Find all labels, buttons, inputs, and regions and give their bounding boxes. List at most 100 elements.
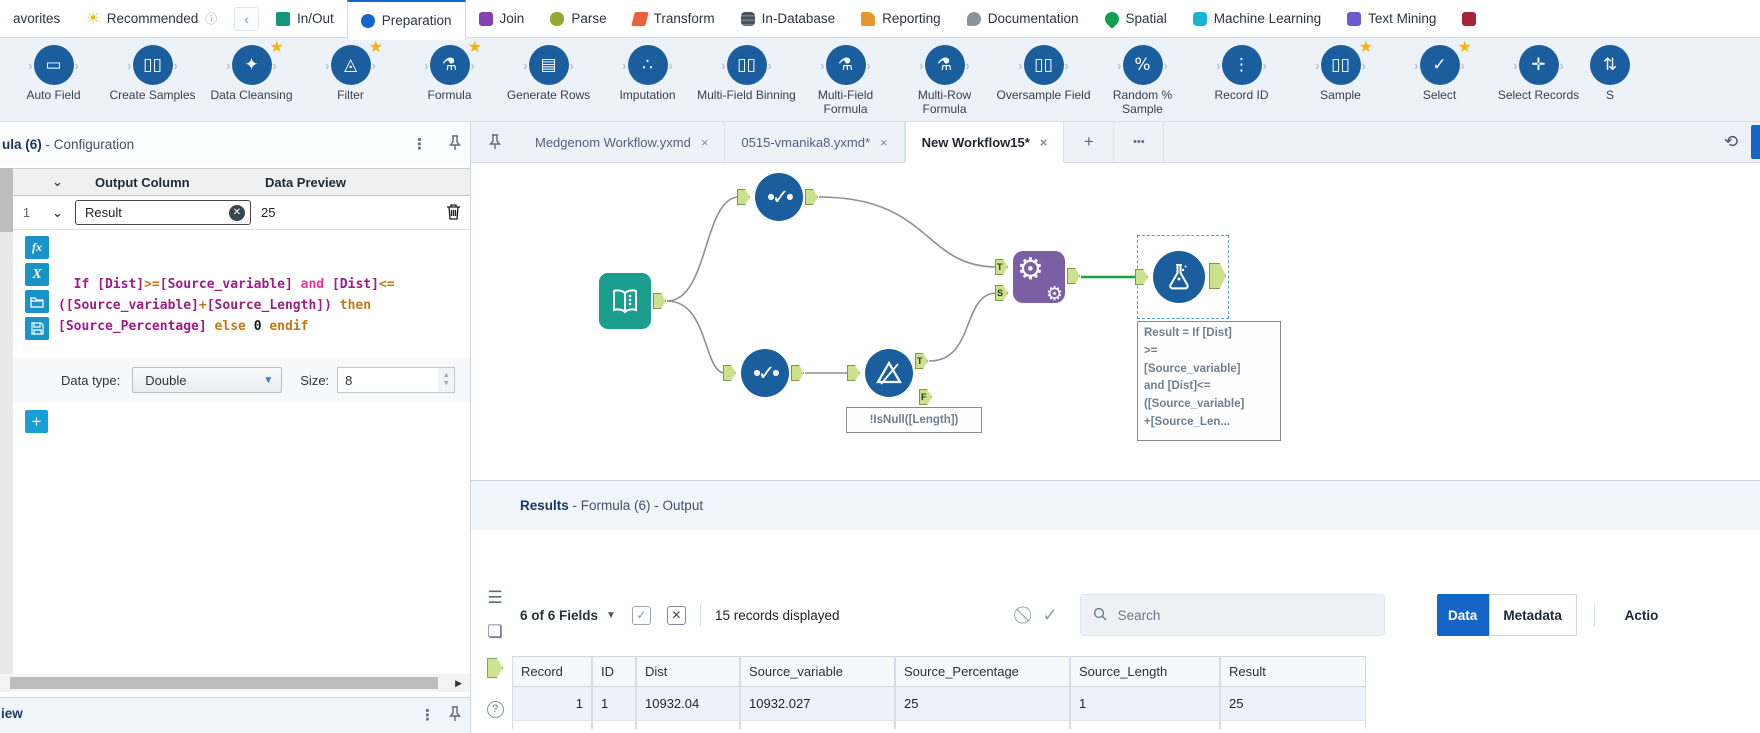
ribbon-category-tab[interactable]: In-Database (728, 0, 849, 37)
pin-icon[interactable] (471, 122, 519, 162)
output-column-input[interactable]: Result ✕ (75, 200, 251, 225)
panel-menu-icon[interactable]: ⋮ (412, 136, 427, 153)
palette-tool[interactable]: › ▯▯ › Create Samples (103, 38, 202, 121)
palette-tool[interactable]: › ✛ › Select Records (1489, 38, 1588, 121)
log-icon[interactable]: ❏ (487, 622, 503, 641)
table-row-partial[interactable] (512, 721, 1366, 729)
filter-annotation[interactable]: !IsNull([Length]) (846, 407, 982, 433)
ribbon-category-tab[interactable]: Parse (537, 0, 619, 37)
formula-tool-selected[interactable] (1153, 251, 1205, 303)
palette-tool[interactable]: › ∴ › Imputation (598, 38, 697, 121)
filter-tool[interactable] (865, 349, 913, 397)
clear-field-icon[interactable]: ✕ (229, 204, 245, 221)
workflow-tab[interactable]: 0515-vmanika8.yxmd*× (725, 122, 905, 162)
panel-divider[interactable] (470, 122, 471, 733)
more-tabs-button[interactable]: ••• (1114, 122, 1165, 162)
delete-row-icon[interactable] (446, 203, 464, 223)
output-anchor-icon[interactable] (477, 658, 513, 683)
palette-tool[interactable]: ★ › ✦ › Data Cleansing (202, 38, 301, 121)
actions-label[interactable]: Actio (1624, 607, 1659, 623)
close-icon[interactable]: × (700, 134, 709, 150)
ribbon-category-tab[interactable]: avorites (0, 0, 73, 37)
size-input[interactable]: 8 ▲▼ (337, 367, 456, 393)
column-header[interactable]: Dist (636, 656, 740, 687)
scroll-right-arrow[interactable]: ▶ (455, 678, 462, 688)
chevron-down-icon[interactable]: ⌄ (52, 204, 63, 220)
ribbon-category-tab[interactable]: Reporting (848, 0, 954, 37)
ribbon-category-tab[interactable] (1449, 0, 1496, 37)
ribbon-category-tab[interactable]: In/Out (263, 0, 347, 37)
fields-dropdown[interactable]: 6 of 6 Fields▼ (520, 607, 616, 623)
palette-tool-label: Imputation (619, 88, 676, 102)
size-stepper[interactable]: ▲▼ (438, 368, 455, 392)
palette-tool[interactable]: › % › Random % Sample (1093, 38, 1192, 121)
palette-tool[interactable]: › ▭ › Auto Field (4, 38, 103, 121)
select-all-checkbox-icon[interactable]: ✓ (631, 605, 651, 625)
palette-tool-label: Filter (337, 88, 364, 102)
data-type-dropdown[interactable]: Double ▼ (132, 367, 283, 393)
ribbon-category-tab[interactable]: Join (466, 0, 538, 37)
panel-menu-icon[interactable]: ⋮ (420, 707, 435, 724)
palette-tool[interactable]: ★ › ⚗ › Formula (400, 38, 499, 121)
ribbon-category-tab[interactable]: Spatial (1092, 0, 1180, 37)
palette-tool[interactable]: › ▯▯ › Multi-Field Binning (697, 38, 796, 121)
add-expression-button[interactable]: + (25, 410, 48, 433)
table-row[interactable]: 1 1 10932.04 10932.027 25 1 25 (512, 687, 1366, 721)
workflow-tab-active[interactable]: New Workflow15*× (904, 122, 1065, 163)
ribbon-category-tab[interactable]: Preparation (346, 0, 466, 40)
ribbon-category-tab[interactable]: ☀ Recommended ⓘ (73, 0, 230, 37)
tool-icon: ▭ (33, 45, 74, 85)
pin-icon[interactable] (448, 706, 462, 722)
column-header[interactable]: Source_Length (1070, 656, 1220, 687)
select-tool[interactable]: •✓• (755, 173, 803, 221)
palette-tool[interactable]: › ⚗ › Multi-Field Formula (796, 38, 895, 121)
palette-tool[interactable]: ★ › ◬ › Filter (301, 38, 400, 121)
palette-tool[interactable]: › ⇅ › S (1588, 38, 1632, 121)
functions-button[interactable]: fx (25, 236, 49, 259)
palette-tool[interactable]: › ▯▯ › Oversample Field (994, 38, 1093, 121)
palette-tool[interactable]: › ⚗ › Multi-Row Formula (895, 38, 994, 121)
search-box[interactable] (1079, 594, 1385, 636)
column-header[interactable]: Result (1220, 656, 1366, 687)
chevron-down-icon[interactable]: ⌄ (52, 174, 63, 189)
side-button-sliver[interactable] (1751, 125, 1760, 159)
column-header[interactable]: ID (592, 656, 636, 687)
palette-tool[interactable]: ★ › ▯▯ › Sample (1291, 38, 1390, 121)
version-history-icon[interactable]: ⟲ (1723, 132, 1739, 151)
open-expression-button[interactable] (25, 290, 49, 313)
palette-tool[interactable]: › ▤ › Generate Rows (499, 38, 598, 121)
config-list-icon[interactable]: ☰ (487, 588, 503, 607)
deselect-icon[interactable]: ✕ (666, 605, 686, 625)
horizontal-scrollbar[interactable]: ▶ (0, 674, 470, 692)
ribbon-category-tab[interactable]: Documentation (954, 0, 1092, 37)
select-tool[interactable]: •✓• (741, 349, 789, 397)
column-header[interactable]: Source_variable (740, 656, 895, 687)
help-icon[interactable]: ? (477, 697, 513, 718)
variables-button[interactable]: X (25, 263, 49, 286)
apply-check-icon[interactable]: ✓ (1042, 604, 1058, 625)
column-header[interactable]: Record (512, 656, 592, 687)
workflow-tab[interactable]: Medgenom Workflow.yxmd× (519, 122, 726, 162)
formula-expression-editor[interactable]: If [Dist]>=[Source_variable] and [Dist]<… (58, 232, 458, 362)
new-workflow-button[interactable]: + (1064, 122, 1115, 162)
save-expression-button[interactable] (25, 317, 49, 340)
ribbon-category-tab[interactable]: ‹ (234, 6, 259, 31)
scrollbar-thumb[interactable] (10, 677, 438, 689)
ribbon-category-tab[interactable]: Text Mining (1334, 0, 1449, 37)
close-icon[interactable]: × (880, 134, 888, 150)
ribbon-category-tab[interactable]: Machine Learning (1180, 0, 1334, 37)
workflow-canvas[interactable]: •✓• •✓• T F ⚙ ⚙ T S !IsNull([Length]) Re… (471, 163, 1760, 480)
search-input[interactable] (1115, 606, 1372, 624)
data-tab[interactable]: Data (1436, 594, 1489, 636)
formula-annotation[interactable]: Result = If [Dist]>=[Source_variable]and… (1137, 321, 1281, 441)
palette-tool[interactable]: ★ › ✓ › Select (1390, 38, 1489, 121)
input-anchor (847, 365, 860, 381)
ribbon-category-tab[interactable]: Transform (620, 0, 728, 37)
metadata-tab[interactable]: Metadata (1488, 594, 1577, 636)
pin-icon[interactable] (448, 135, 462, 151)
palette-tool[interactable]: › ⋮ › Record ID (1192, 38, 1291, 121)
column-header[interactable]: Source_Percentage (895, 656, 1070, 687)
input-data-tool[interactable] (599, 273, 651, 329)
join-multiple-tool[interactable]: ⚙ ⚙ (1013, 251, 1065, 303)
close-icon[interactable]: × (1039, 134, 1048, 150)
